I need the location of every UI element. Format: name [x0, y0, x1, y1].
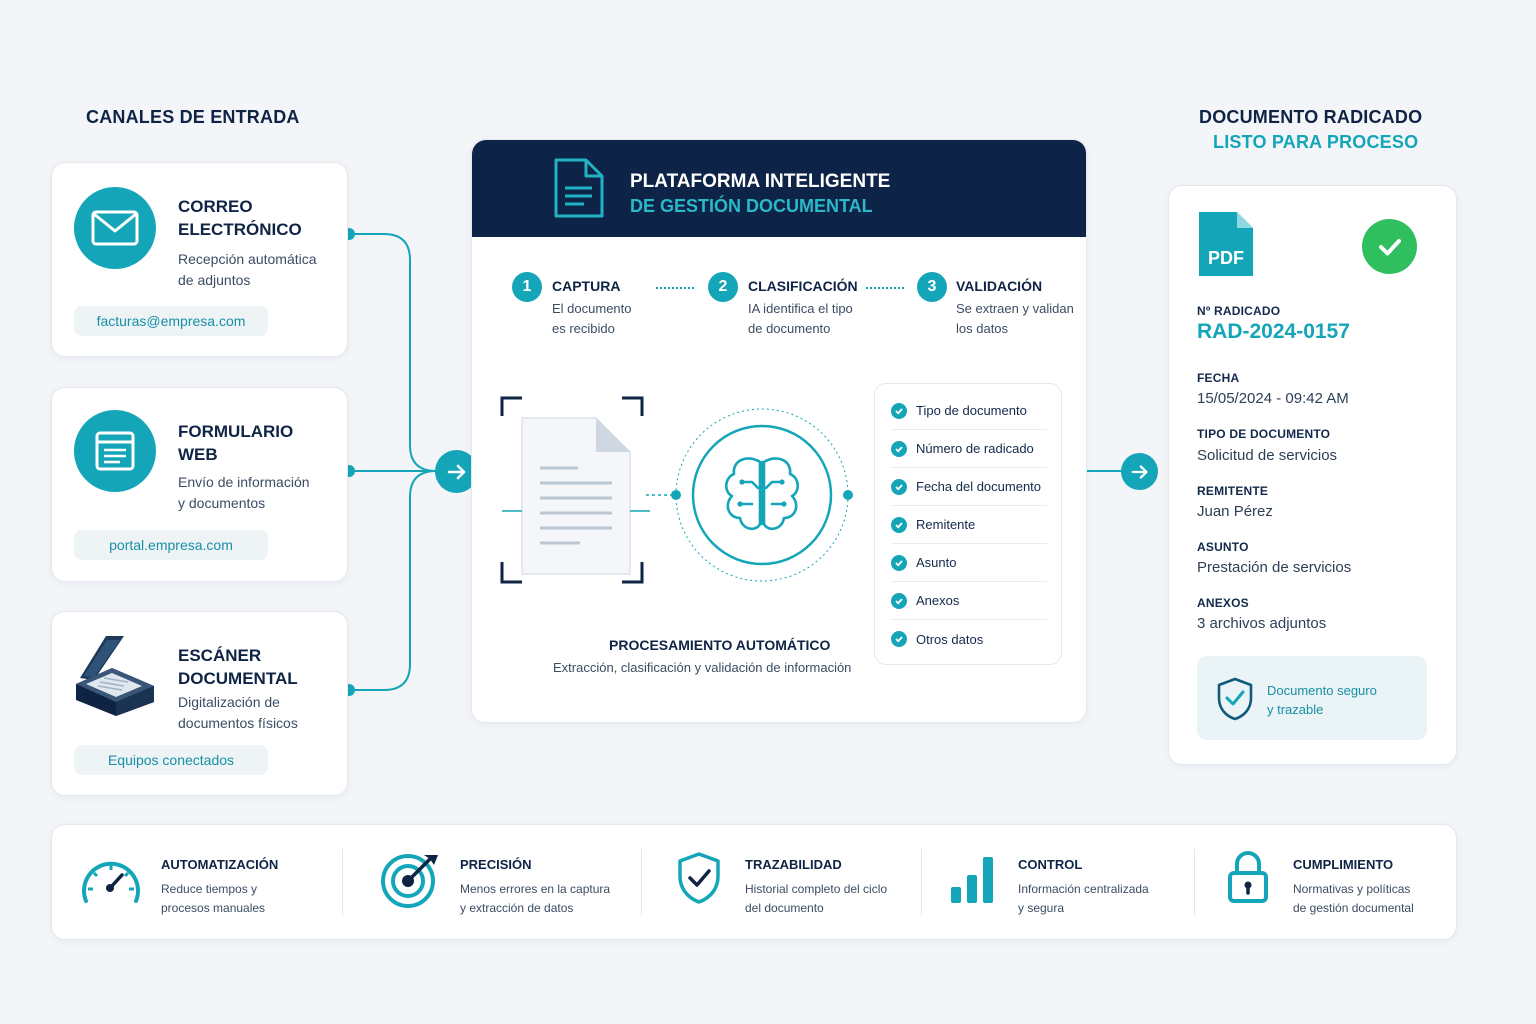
benefit-title: AUTOMATIZACIÓN [161, 857, 279, 872]
step-title: CAPTURA [552, 278, 621, 294]
target-icon [380, 849, 440, 914]
channel-pill[interactable]: portal.empresa.com [74, 530, 268, 560]
pdf-file-icon: PDF [1197, 210, 1255, 283]
arrow-right-icon [435, 450, 478, 493]
check-icon [891, 631, 907, 647]
benefit-title: TRAZABILIDAD [745, 857, 842, 872]
extracted-fields-list: Tipo de documento Número de radicado Fec… [874, 383, 1062, 665]
step-title: CLASIFICACIÓN [748, 278, 858, 294]
speedometer-icon [78, 851, 144, 912]
result-section-subtitle: LISTO PARA PROCESO [1213, 132, 1419, 152]
check-icon [891, 592, 907, 609]
platform-header: PLATAFORMA INTELIGENTE DE GESTIÓN DOCUME… [472, 140, 1086, 237]
check-icon [891, 478, 907, 495]
checklist-item: Asunto [891, 544, 1047, 582]
registered-document-card: PDF Nº RADICADO RAD-2024-0157 FECHA 15/0… [1168, 185, 1457, 765]
radicado-number: RAD-2024-0157 [1197, 320, 1350, 343]
success-check-icon [1362, 219, 1417, 274]
shield-check-icon [676, 851, 722, 910]
bar-chart-icon [949, 853, 997, 910]
checklist-item: Anexos [891, 582, 1047, 620]
web-form-icon [74, 410, 156, 492]
platform-title: PLATAFORMA INTELIGENTE [630, 171, 891, 192]
field-label: Nº RADICADO [1197, 304, 1281, 318]
check-icon [891, 554, 907, 571]
field-label: ANEXOS [1197, 596, 1249, 610]
divider [1194, 849, 1195, 915]
processing-description: Extracción, clasificación y validación d… [553, 660, 852, 675]
divider [342, 849, 343, 915]
pdf-label: PDF [1208, 248, 1244, 268]
field-label: REMITENTE [1197, 484, 1269, 498]
divider [921, 849, 922, 915]
checklist-item: Fecha del documento [891, 468, 1047, 506]
input-section-title: CANALES DE ENTRADA [86, 107, 300, 127]
scanner-icon [72, 630, 158, 725]
document-scan-illustration [500, 396, 853, 584]
document-icon [552, 156, 606, 225]
channel-pill[interactable]: facturas@empresa.com [74, 306, 268, 336]
checklist-item: Remitente [891, 506, 1047, 544]
check-icon [891, 402, 907, 419]
field-label: TIPO DE DOCUMENTO [1197, 427, 1331, 441]
field-label: FECHA [1197, 371, 1240, 385]
benefit-title: PRECISIÓN [460, 857, 532, 872]
divider [641, 849, 642, 915]
field-value: 15/05/2024 - 09:42 AM [1197, 390, 1349, 407]
step-number: 1 [512, 272, 542, 302]
checklist-item: Otros datos [891, 620, 1047, 658]
shield-check-icon [1215, 676, 1255, 727]
field-value: 3 archivos adjuntos [1197, 615, 1327, 632]
arrow-right-icon [1121, 453, 1158, 490]
field-value: Solicitud de servicios [1197, 447, 1338, 464]
step-connector [656, 287, 694, 289]
channel-pill[interactable]: Equipos conectados [74, 745, 268, 775]
benefit-title: CUMPLIMIENTO [1293, 857, 1394, 872]
processing-title: PROCESAMIENTO AUTOMÁTICO [609, 637, 831, 653]
envelope-icon [74, 187, 156, 269]
platform-subtitle: DE GESTIÓN DOCUMENTAL [630, 196, 873, 216]
checklist-item: Tipo de documento [891, 392, 1047, 430]
platform-panel: PLATAFORMA INTELIGENTE DE GESTIÓN DOCUME… [471, 139, 1087, 723]
field-value: Prestación de servicios [1197, 559, 1352, 576]
step-number: 2 [708, 272, 738, 302]
field-value: Juan Pérez [1197, 503, 1273, 520]
padlock-icon [1226, 849, 1270, 910]
step-number: 3 [917, 272, 947, 302]
check-icon [891, 516, 907, 533]
benefit-title: CONTROL [1018, 857, 1083, 872]
checklist-item: Número de radicado [891, 430, 1047, 468]
field-label: ASUNTO [1197, 540, 1249, 554]
check-icon [891, 440, 907, 457]
result-section-title: DOCUMENTO RADICADO [1199, 107, 1423, 127]
step-connector [866, 287, 904, 289]
step-title: VALIDACIÓN [956, 278, 1043, 294]
